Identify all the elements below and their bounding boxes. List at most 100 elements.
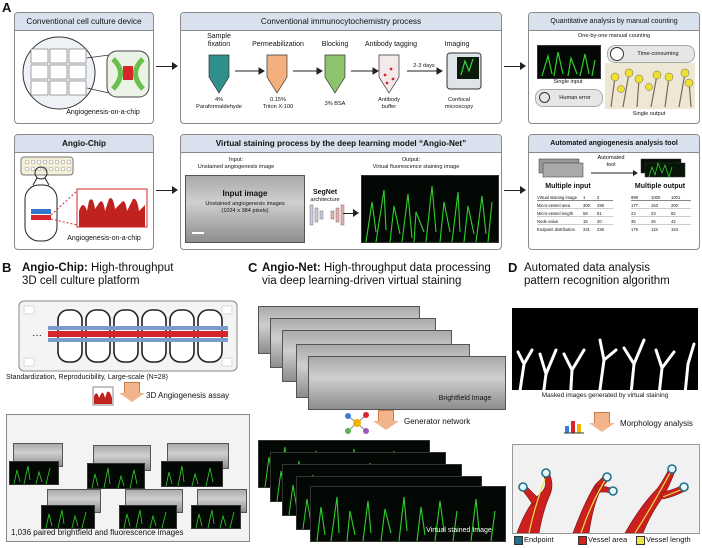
pair-4-fl <box>41 505 95 529</box>
section-b-title: Angio-Chip: High-throughput 3D cell cult… <box>22 262 252 288</box>
legend: Endpoint Vessel area Vessel length <box>514 534 700 546</box>
td-l-3-2: 236 <box>597 227 604 232</box>
section-b-title-line2: 3D cell culture platform <box>22 275 140 287</box>
angio-chip-panel: Angio-Chip Angiogenesis-on-a-chip <box>14 134 154 250</box>
multi-output-label: Multiple output <box>634 183 686 190</box>
step-fixation: Sample fixation <box>207 33 231 48</box>
th-left-0: Virtual staining image <box>537 195 577 200</box>
duration-label: 2-3 days <box>413 63 435 69</box>
single-input-image <box>537 45 601 79</box>
td-r-2-1: 45 <box>651 219 656 224</box>
td-l-0-2: 295 <box>597 203 604 208</box>
th-left-1: 1 <box>583 195 586 200</box>
assay-arrow <box>119 382 145 402</box>
angio-chip-plate: ··· <box>18 300 238 372</box>
segnet-sub: architecture <box>310 197 340 203</box>
output-desc: Virtual fluorescence staining image <box>372 164 460 170</box>
reagent-bsa: 3% BSA <box>324 101 346 107</box>
pair-1-fl <box>9 461 59 485</box>
td-r-1-2: 82 <box>671 211 676 216</box>
segnet-arrow <box>343 209 359 217</box>
pair-3-fl <box>161 461 223 487</box>
stacked-images <box>538 158 686 179</box>
error-label: Human error <box>559 95 591 101</box>
td-l-2-2: 20 <box>597 219 602 224</box>
input-image-title: Input image <box>222 189 268 198</box>
legend-area-swatch <box>578 536 587 545</box>
step-blocking: Blocking <box>321 41 349 48</box>
tubes-illustration <box>208 52 482 94</box>
vs-stack-5: Virtual stained Image <box>310 486 506 542</box>
manual-counting-title: Quantitative analysis by manual counting <box>529 13 699 31</box>
td-l-1-2: 61 <box>597 211 602 216</box>
input-image-size: (1024 x 384 pixels) <box>221 208 269 214</box>
conventional-device-title: Conventional cell culture device <box>15 13 153 31</box>
segnet-label: SegNet <box>312 189 338 196</box>
generator-label: Generator network <box>404 417 471 426</box>
morph-label: Morphology analysis <box>620 419 693 428</box>
th-r-0: 999 <box>631 195 638 200</box>
td-l-2-0: Node value <box>537 219 559 224</box>
angio-chip-illustration <box>20 156 148 242</box>
panel-letter-a: A <box>2 0 12 15</box>
input-image: Input image Unstained angiogenesis image… <box>185 175 305 243</box>
td-l-3-0: Endpoint distribution <box>537 227 575 232</box>
output-label: Output: <box>401 157 421 163</box>
legend-endpoint-label: Endpoint <box>524 535 554 544</box>
analysis-tool-title: Automated angiogenesis analysis tool <box>529 135 699 153</box>
bf-stack-5: Brightfield Image <box>308 356 506 410</box>
section-c-title-line2: via deep learning-driven virtual stainin… <box>262 275 462 287</box>
generator-arrow <box>373 410 399 430</box>
arrow-a1 <box>156 62 178 70</box>
legend-length-swatch <box>636 536 645 545</box>
analysis-tool-panel: Automated angiogenesis analysis tool Aut… <box>528 134 700 250</box>
pair-5-fl <box>119 505 177 529</box>
td-l-2-1: 15 <box>583 219 588 224</box>
pair-6-fl <box>191 505 241 529</box>
section-d-title: Automated data analysis pattern recognit… <box>524 262 700 288</box>
th-r-1: 1000 <box>651 195 661 200</box>
td-r-3-0: 175 <box>631 227 638 232</box>
section-c-title-rest: High-throughput data processing <box>320 262 491 274</box>
arrow-a3 <box>156 186 178 194</box>
td-r-1-1: 23 <box>651 211 656 216</box>
morphology-diagram <box>512 444 700 534</box>
conventional-device-panel: Conventional cell culture device Angioge… <box>14 12 154 124</box>
section-d-title-line1: Automated data analysis <box>524 262 650 274</box>
td-r-2-0: 35 <box>631 219 636 224</box>
arrow-a2 <box>504 62 526 70</box>
panel-letter-c: C <box>248 260 258 275</box>
input-desc: Unstained angiogenesis image <box>197 164 275 170</box>
time-label: Time-consuming <box>637 51 679 57</box>
legend-length-label: Vessel length <box>646 535 691 544</box>
brightfield-label: Brightfield Image <box>438 395 492 402</box>
td-r-0-1: 153 <box>651 203 658 208</box>
td-r-3-2: 153 <box>671 227 678 232</box>
assay-icon <box>92 386 114 406</box>
td-l-1-1: 58 <box>583 211 588 216</box>
angio-chip-caption: Angiogenesis-on-a-chip <box>67 235 141 242</box>
scale-bar <box>192 232 204 234</box>
panel-letter-b: B <box>2 260 12 275</box>
masked-label: Masked images generated by virtual stain… <box>541 392 669 399</box>
td-r-2-2: 42 <box>671 219 676 224</box>
single-input-label: Single input <box>553 79 583 85</box>
svg-text:···: ··· <box>32 330 42 341</box>
input-label: Input: <box>229 157 243 163</box>
step-permeabilization: Permeabilization <box>252 41 304 48</box>
td-l-0-1: 300 <box>583 203 590 208</box>
td-r-3-1: 119 <box>651 227 658 232</box>
conventional-chip-illustration <box>22 36 150 110</box>
network-icon <box>345 412 369 434</box>
paired-images-box: 1,036 paired brightfield and fluorescenc… <box>6 414 250 542</box>
section-b-title-bold: Angio-Chip: <box>22 262 88 274</box>
section-c-title: Angio-Net: High-throughput data processi… <box>262 262 512 288</box>
manual-counting-subtitle: One-by-one manual counting <box>577 33 651 39</box>
bar-chart-icon <box>564 421 584 434</box>
morph-arrow <box>589 412 615 432</box>
masked-image: Masked images generated by virtual stain… <box>512 308 698 404</box>
virtual-staining-panel: Virtual staining process by the deep lea… <box>180 134 502 250</box>
single-output-image <box>605 63 695 109</box>
